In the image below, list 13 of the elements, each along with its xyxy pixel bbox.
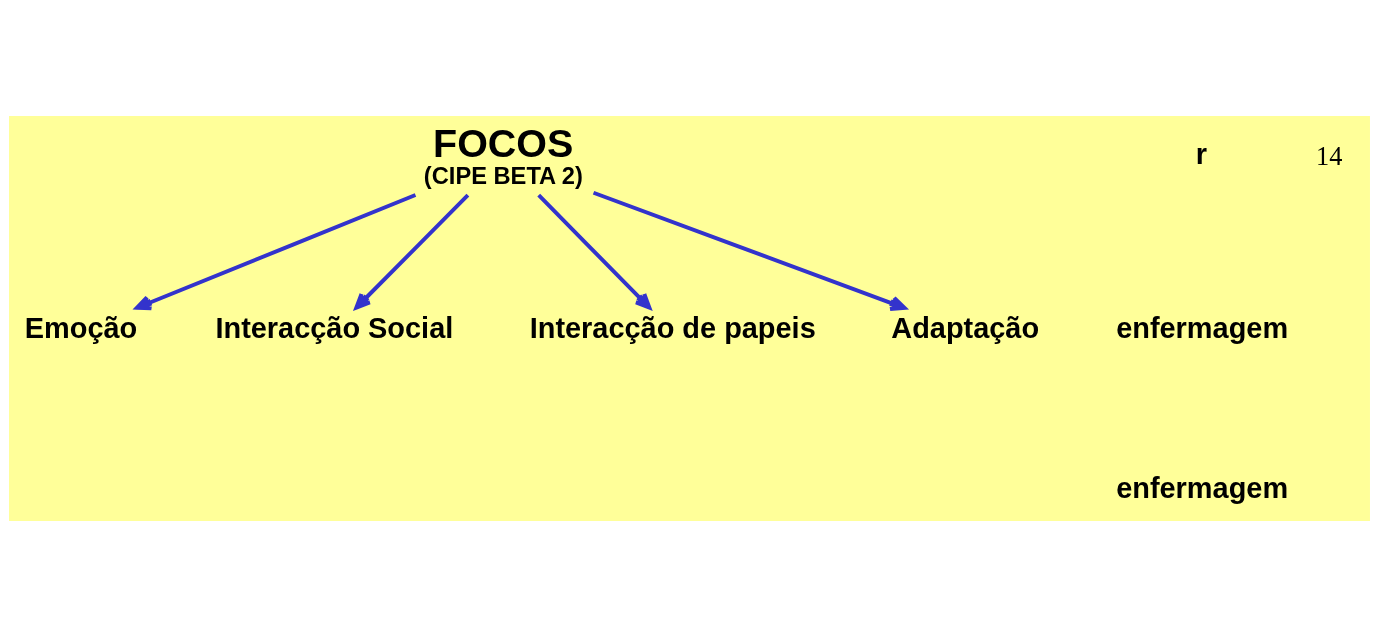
label: enfermagem <box>1116 472 1289 505</box>
node-text: Interacção de papeis <box>529 311 816 344</box>
node-text: Adaptação <box>891 311 1040 344</box>
arrow <box>135 193 417 311</box>
label: r <box>1195 138 1207 171</box>
node-text: FOCOS (CIPE BETA 2) <box>423 120 583 189</box>
node-text: Interacção Social <box>215 311 454 344</box>
node-text: Emoção <box>24 311 138 344</box>
arrow <box>592 190 907 311</box>
arrow <box>354 193 470 310</box>
arrow <box>537 193 652 310</box>
label: 14 <box>1316 141 1343 171</box>
label: enfermagem <box>1116 311 1289 344</box>
